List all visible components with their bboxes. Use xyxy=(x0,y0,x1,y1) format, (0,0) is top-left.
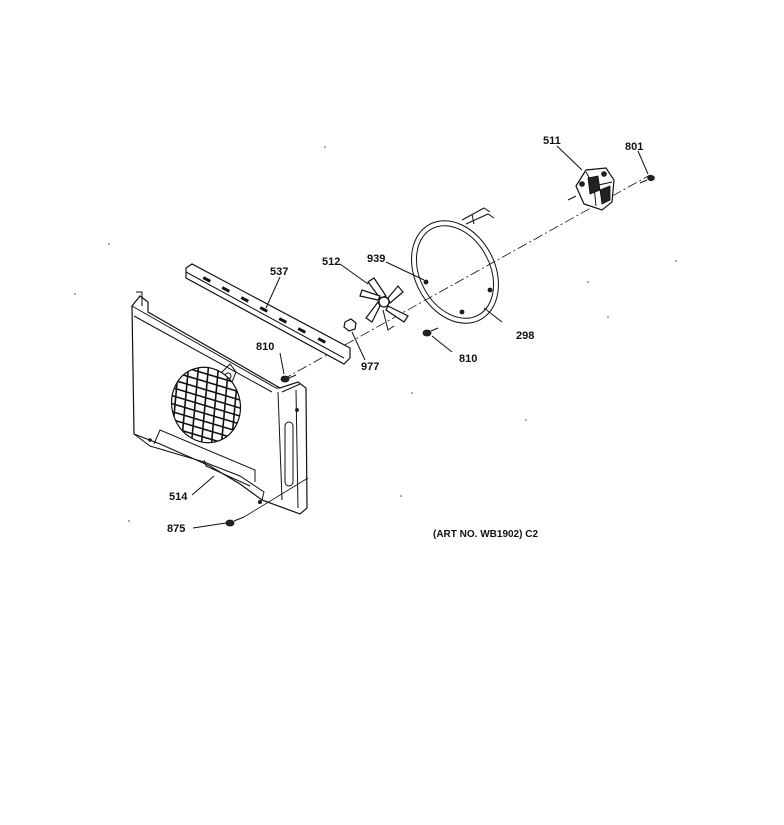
part-labels: 511 801 537 512 939 810 298 810 977 514 … xyxy=(167,135,643,540)
label-810-left: 810 xyxy=(256,341,274,353)
label-801: 801 xyxy=(625,141,643,153)
nut-977 xyxy=(343,318,357,332)
label-512: 512 xyxy=(322,256,340,268)
label-514: 514 xyxy=(169,491,188,503)
label-939: 939 xyxy=(367,253,385,265)
leader-lines xyxy=(191,145,649,529)
motor xyxy=(567,167,615,211)
ring-heating-element xyxy=(411,207,499,324)
mounting-bracket xyxy=(185,263,351,365)
label-537: 537 xyxy=(270,266,288,278)
label-298: 298 xyxy=(516,330,534,342)
screw-810-left xyxy=(280,374,297,383)
fan-blade xyxy=(359,277,409,331)
print-specks xyxy=(74,146,677,522)
screw-875 xyxy=(225,477,309,527)
assembly-axis-line xyxy=(281,174,651,381)
screw-810-right xyxy=(422,327,439,337)
label-875: 875 xyxy=(167,523,185,535)
art-number: (ART NO. WB1902) C2 xyxy=(433,529,538,540)
screw-801 xyxy=(639,174,655,184)
label-511: 511 xyxy=(543,135,561,147)
label-810-right: 810 xyxy=(459,353,477,365)
label-977: 977 xyxy=(361,361,379,373)
